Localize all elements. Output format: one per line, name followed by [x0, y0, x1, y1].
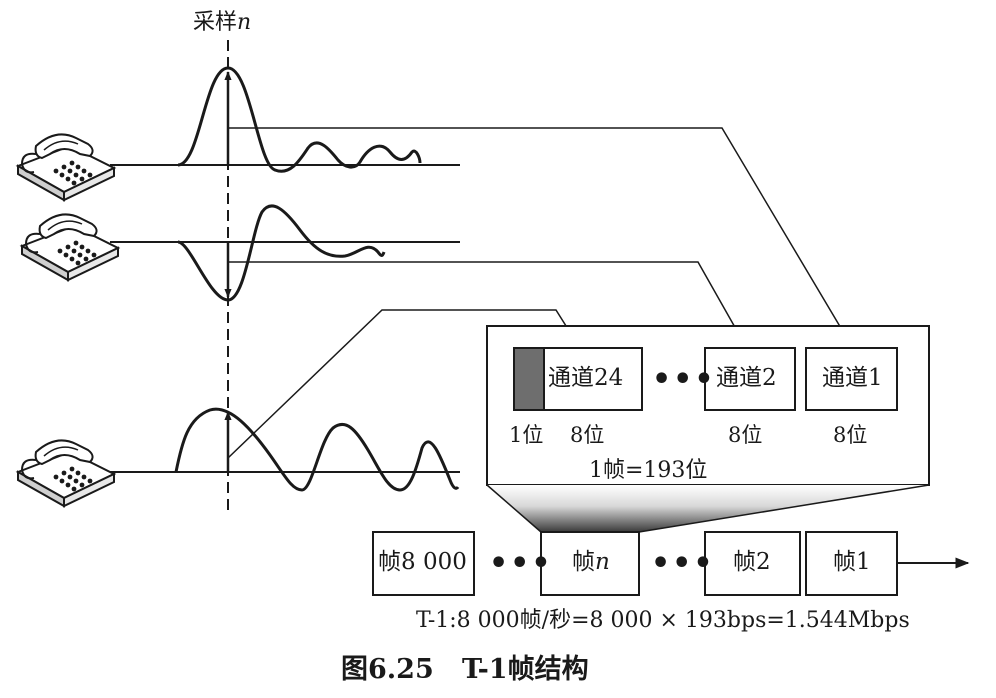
telephone-icon	[18, 134, 114, 200]
frame-1-label: 帧1	[833, 551, 871, 574]
frame-8000-label: 帧8 000	[378, 551, 467, 574]
channel-1-label: 通道1	[822, 367, 883, 390]
channel-ellipsis: •••	[652, 365, 716, 395]
sample-label: 采样n	[193, 12, 251, 34]
rate-formula: T-1:8 000帧/秒=8 000 × 193bps=1.544Mbps	[416, 610, 910, 632]
channel-1-bits: 8位	[833, 425, 867, 446]
waveform-1	[178, 68, 420, 171]
telephone-icon	[18, 440, 114, 506]
waveform-2	[178, 206, 384, 300]
connector-to-channel-1	[228, 128, 851, 345]
frame-ellipsis-left: •••	[489, 549, 553, 579]
waveform-3	[176, 409, 458, 490]
telephone-icon	[22, 214, 118, 280]
frame-expansion	[487, 485, 929, 532]
channel-2-bits: 8位	[728, 425, 762, 446]
framing-bit-box	[514, 348, 544, 410]
framing-bit-label: 1位	[509, 425, 543, 446]
channel-24-label: 通道24	[548, 367, 623, 390]
figure-caption: 图6.25 T-1帧结构	[341, 656, 589, 683]
channel-2-label: 通道2	[716, 367, 777, 390]
frame-2-label: 帧2	[733, 551, 771, 574]
frame-n-label: 帧n	[572, 551, 610, 574]
frame-ellipsis-right: •••	[651, 549, 715, 579]
frame-size-label: 1帧=193位	[589, 460, 707, 482]
channel-24-bits: 8位	[570, 425, 604, 446]
